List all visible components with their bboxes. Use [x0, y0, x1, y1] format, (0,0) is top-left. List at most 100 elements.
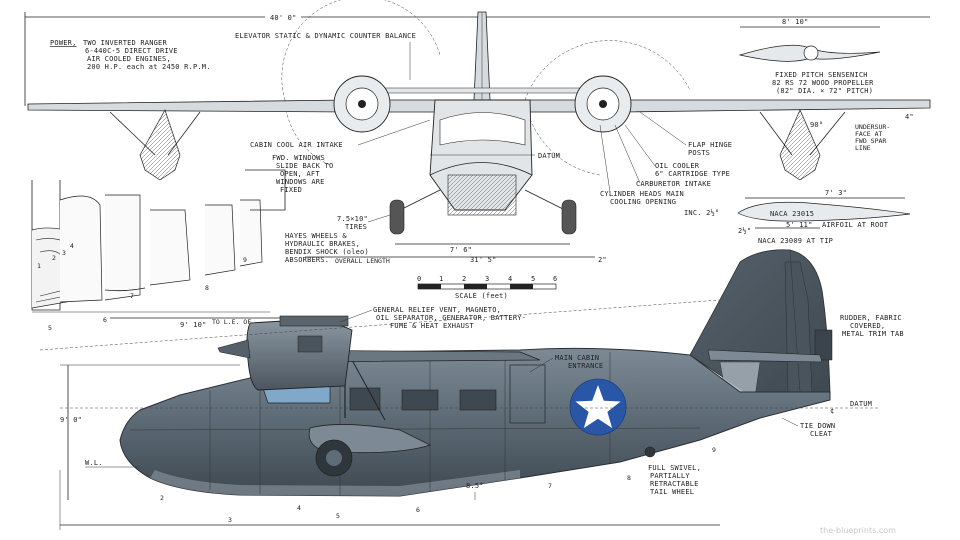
side-station-7: 7	[548, 482, 552, 490]
hayes-2: HYDRAULIC BRAKES,	[285, 240, 360, 248]
tail-wheel	[644, 446, 656, 458]
power-heading: POWER,	[50, 39, 77, 47]
overall-length-value: 31' 5"	[470, 256, 497, 264]
side-station-3: 3	[228, 516, 232, 524]
naca-main: NACA 23015	[770, 210, 814, 218]
scale-tick-0: 0	[417, 275, 421, 283]
airfoil-root: AIRFOIL AT ROOT	[822, 221, 889, 229]
power-line-1: TWO INVERTED RANGER	[83, 39, 167, 47]
left-wheel	[389, 199, 405, 235]
undersurface-1: UNDERSUR-	[855, 123, 890, 131]
tail-wheel-4: TAIL WHEEL	[650, 488, 694, 496]
hull-sections: 1 2 3 4 5 6 7 8 9 9' 10" TO L.E. OF	[31, 169, 300, 332]
airfoil-section: 7' 3" NACA 23015 INC. 2½° 5' 11" AIRFOIL…	[684, 189, 911, 245]
upsweep-angle: 8.5°	[466, 482, 484, 490]
scale-tick-5: 5	[531, 275, 535, 283]
general-relief-1: GENERAL RELIEF VENT, MAGNETO,	[373, 306, 501, 314]
undersurface-4: LINE	[855, 144, 871, 152]
power-line-3: AIR COOLED ENGINES,	[87, 55, 171, 63]
tail-wheel-2: PARTIALLY	[650, 472, 690, 480]
elevator-balance-label: ELEVATOR STATIC & DYNAMIC COUNTER BALANC…	[235, 32, 416, 40]
oil-cooler-1: OIL COOLER	[655, 162, 700, 170]
main-cabin-2: ENTRANCE	[568, 362, 603, 370]
carburetor-label: CARBURETOR INTAKE	[636, 180, 711, 188]
side-station-2: 2	[160, 494, 164, 502]
side-station-5: 5	[336, 512, 340, 520]
fwd-windows-5: FIXED	[280, 186, 302, 194]
prop-line-1: FIXED PITCH SENSENICH	[775, 71, 868, 79]
side-engine-nacelle	[246, 319, 353, 391]
left-float	[139, 109, 181, 181]
incidence: INC. 2½°	[684, 209, 719, 217]
undersurface-2: FACE AT	[855, 130, 882, 138]
scale-tick-2: 2	[462, 275, 466, 283]
section-station-6: 6	[103, 316, 107, 324]
undersurface-3: FWD SPAR	[855, 137, 886, 145]
cabin-window-2	[401, 389, 439, 411]
tail-wheel-3: RETRACTABLE	[650, 480, 699, 488]
section-station-1: 1	[37, 262, 41, 270]
right-wheel	[561, 199, 577, 235]
cylinder-2: COOLING OPENING	[610, 198, 676, 206]
side-station-8: 8	[627, 474, 631, 482]
fwd-windows-1: FWD. WINDOWS	[272, 154, 325, 162]
oil-cooler-2: 6" CARTRIDGE TYPE	[655, 170, 730, 178]
prop-dia-value: 8' 10"	[782, 18, 809, 26]
power-line-2: 6-440C-5 DIRECT DRIVE	[85, 47, 178, 55]
tie-down-2: CLEAT	[810, 430, 833, 438]
tires-1: 7.5×10"	[337, 215, 368, 223]
le-note: TO L.E. OF	[212, 318, 251, 326]
spinner	[217, 339, 251, 359]
fwd-windows-2: SLIDE BACK TO	[276, 162, 333, 170]
fwd-windows-4: WINDOWS ARE	[276, 178, 325, 186]
offset-4in: 4"	[905, 113, 914, 121]
airfoil-sub: 5' 11"	[786, 221, 813, 229]
dihedral-value: 90°	[810, 121, 823, 129]
scale-caption: SCALE (feet)	[455, 292, 508, 300]
cabin-door	[509, 364, 546, 424]
section-station-5: 5	[48, 324, 52, 332]
tip-offset: 2½"	[738, 227, 751, 235]
prop-line-2: 82 RS 72 WOOD PROPELLER	[772, 79, 874, 87]
main-cabin-1: MAIN CABIN	[555, 354, 599, 362]
right-float	[779, 109, 821, 181]
offset-2in: 2"	[598, 256, 607, 264]
tie-down-1: TIE DOWN	[800, 422, 835, 430]
section-station-9: 9	[243, 256, 247, 264]
side-view	[119, 249, 833, 497]
hayes-3: BENDIX SHOCK (oleo)	[285, 248, 369, 256]
power-note: POWER, TWO INVERTED RANGER 6-440C-5 DIRE…	[50, 39, 211, 71]
wheel-track-value: 7' 6"	[450, 246, 472, 254]
section-station-4: 4	[70, 242, 74, 250]
general-relief-3: FUME & HEAT EXHAUST	[390, 322, 474, 330]
hayes-1: HAYES WHEELS &	[285, 232, 347, 240]
rudder-1: RUDDER, FABRIC	[840, 314, 902, 322]
scale-bar: 0 1 2 3 4 5 6 SCALE (feet)	[417, 275, 557, 300]
section-station-3: 3	[62, 249, 66, 257]
general-relief-2: OIL SEPARATOR, GENERATOR, BATTERY-	[376, 314, 526, 322]
prop-line-3: (82" DIA. × 72" PITCH)	[776, 87, 873, 95]
cabin-window-3	[459, 389, 497, 411]
scale-tick-1: 1	[439, 275, 443, 283]
scale-tick-3: 3	[485, 275, 489, 283]
rudder-3: METAL TRIM TAB	[842, 330, 904, 338]
le-offset: 9' 10"	[180, 321, 207, 329]
section-station-8: 8	[205, 284, 209, 292]
power-line-4: 200 H.P. each at 2450 R.P.M.	[87, 63, 211, 71]
cylinder-1: CYLINDER HEADS MAIN	[600, 190, 684, 198]
cabin-window-1	[349, 387, 381, 411]
section-station-2: 2	[52, 254, 56, 262]
roundel-star	[575, 385, 621, 428]
side-station-9: 9	[712, 446, 716, 454]
datum-front: DATUM	[538, 152, 560, 160]
tail-wheel-1: FULL SWIVEL,	[648, 464, 701, 472]
datum-side: DATUM	[850, 400, 872, 408]
tires-2: TIRES	[345, 223, 367, 231]
side-station-4: 4	[297, 504, 301, 512]
rudder-2: COVERED,	[850, 322, 885, 330]
span-value: 40' 0"	[270, 14, 297, 22]
scale-tick-6: 6	[553, 275, 557, 283]
centerline-mark: ¢	[830, 407, 834, 415]
